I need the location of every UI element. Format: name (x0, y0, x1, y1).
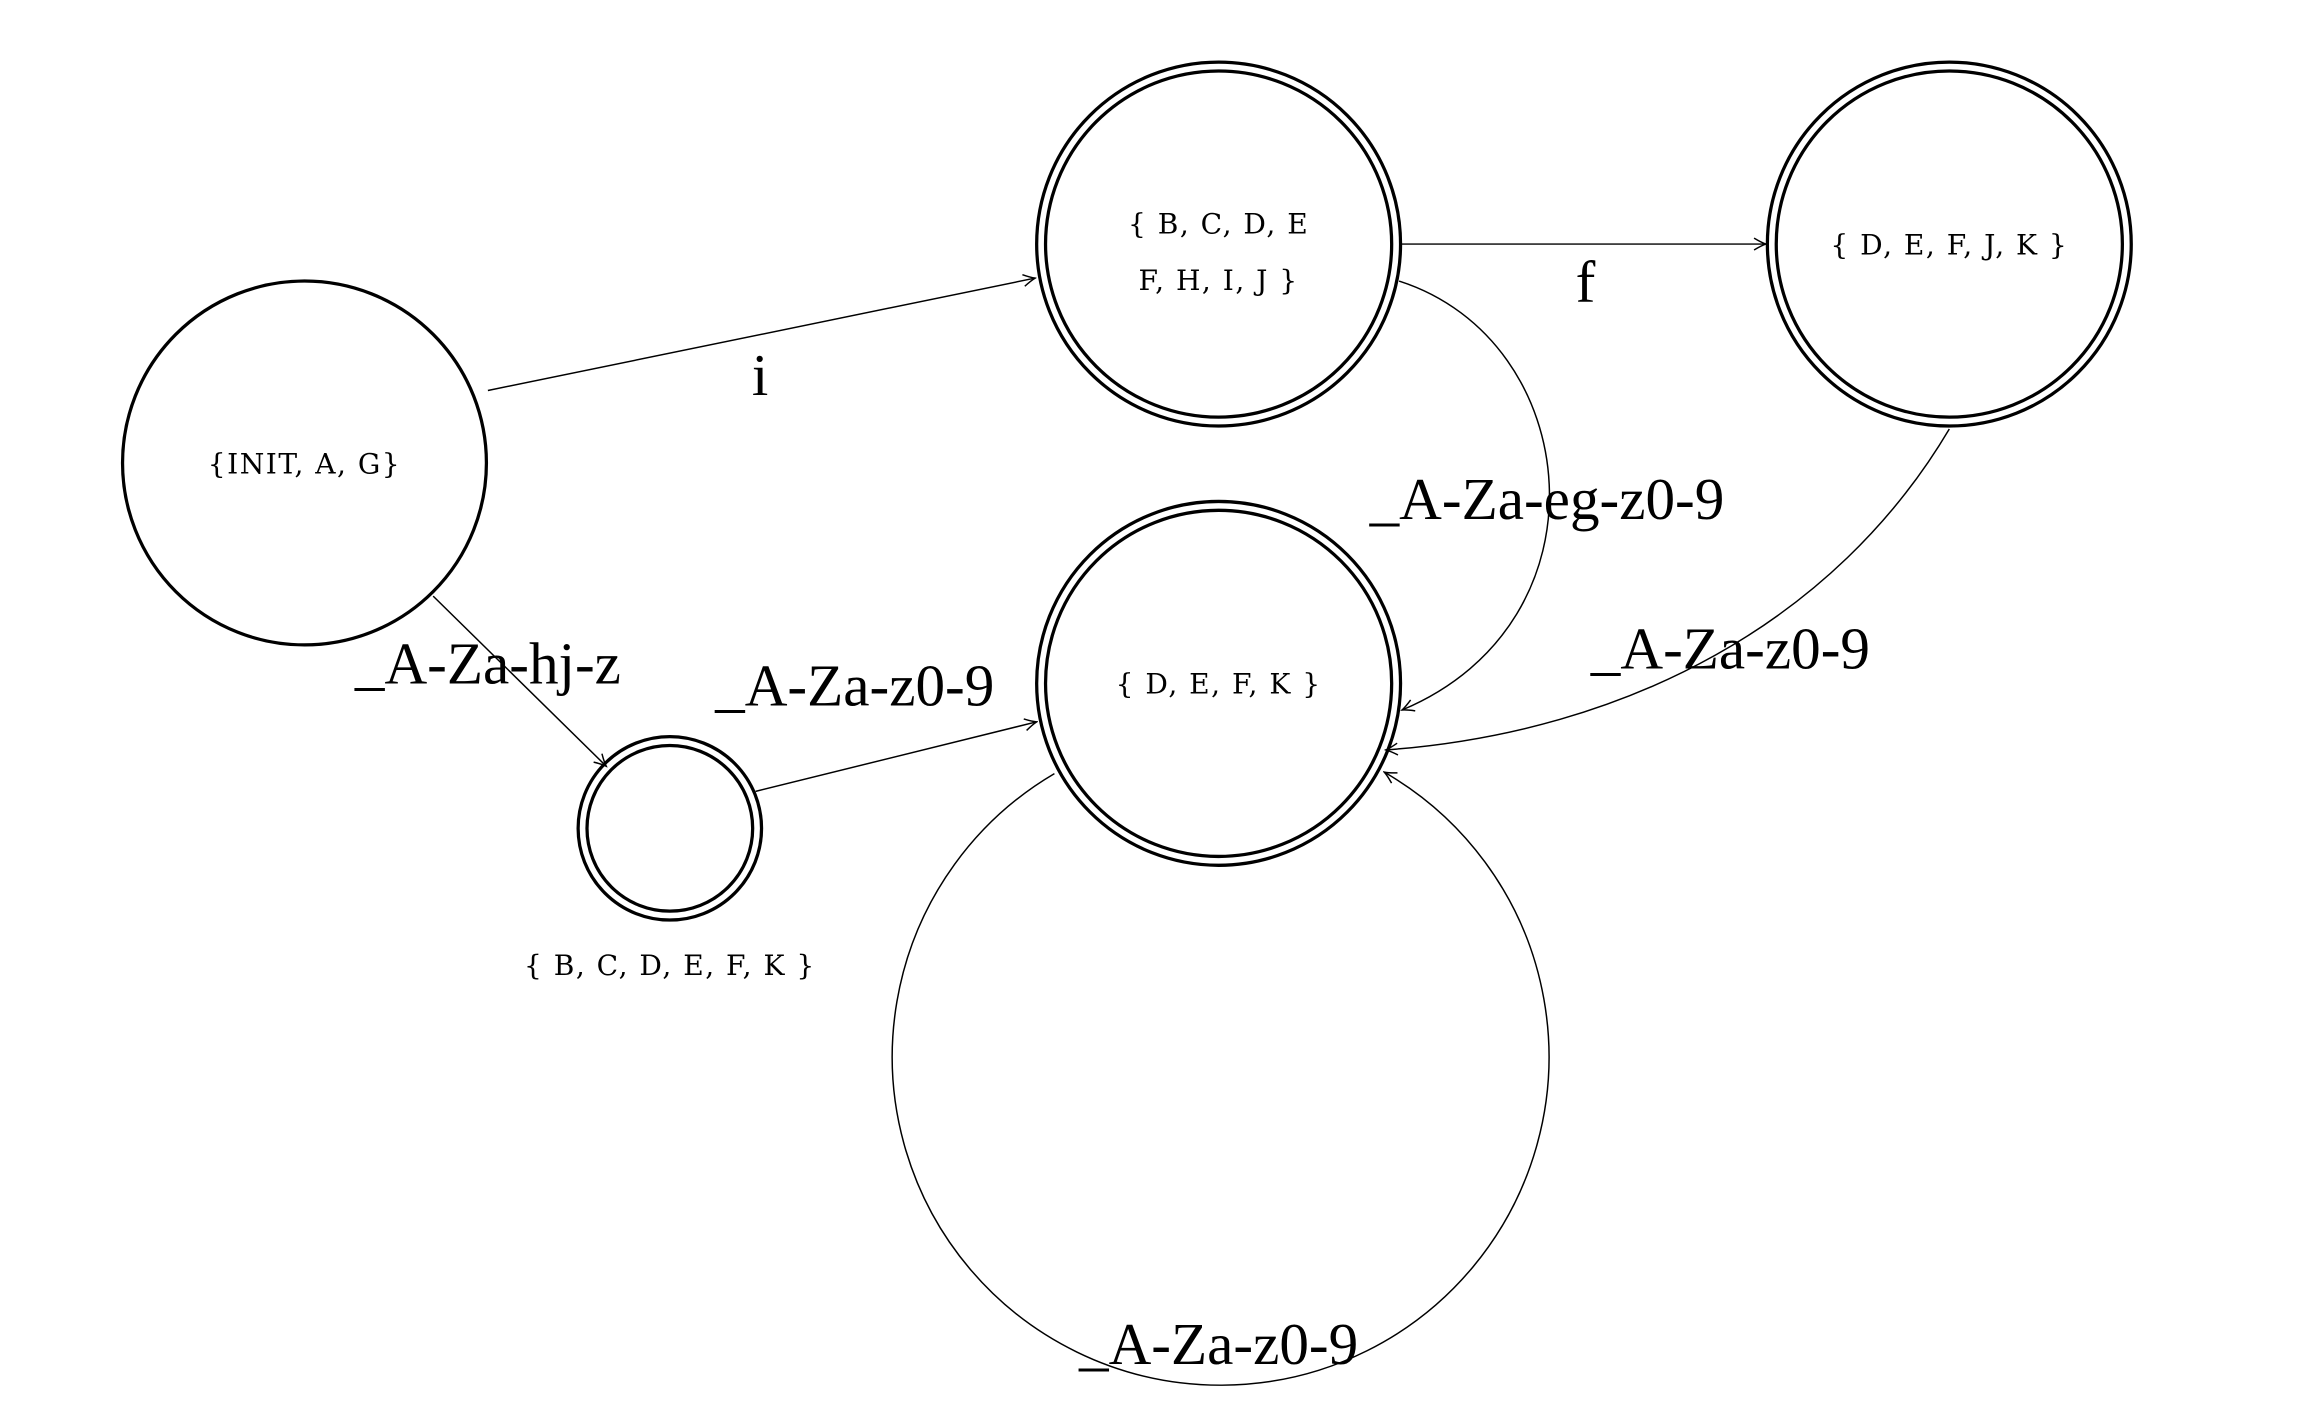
edge-bcdefk-to-defk (755, 722, 1037, 793)
state-bcde: { B, C, D, E F, H, I, J } (1035, 60, 1403, 428)
label-defjk-to-defk: _A-Za-z0-9 (1590, 616, 1870, 682)
label-bcdefk-to-defk: _A-Za-z0-9 (714, 653, 994, 719)
label-defk-self-loop: _A-Za-z0-9 (1078, 1311, 1358, 1377)
label-init-to-bcdefk: _A-Za-hj-z (354, 630, 621, 696)
state-defjk: { D, E, F, J, K } (1765, 60, 2133, 428)
edge-bcde-to-defk (1398, 280, 1551, 710)
state-bcde-label-1: { B, C, D, E (1128, 208, 1309, 241)
label-init-to-bcde: i (752, 342, 768, 408)
state-init-label: {INIT, A, G} (208, 447, 401, 480)
state-bcdefk-label: { B, C, D, E, F, K } (524, 949, 816, 982)
state-defk: { D, E, F, K } (1035, 499, 1403, 867)
state-defk-label: { D, E, F, K } (1116, 668, 1322, 701)
edge-defk-self-loop (891, 772, 1550, 1386)
edge-init-to-bcde (487, 278, 1035, 392)
state-defjk-label: { D, E, F, J, K } (1830, 228, 2068, 261)
state-bcde-label-2: F, H, I, J } (1139, 264, 1299, 297)
edge-defjk-to-defk (1386, 428, 1950, 750)
state-bcdefk: { B, C, D, E, F, K } (524, 734, 816, 982)
state-init: {INIT, A, G} (120, 279, 489, 647)
label-bcde-to-defjk: f (1576, 249, 1596, 315)
label-bcde-to-defk: _A-Za-eg-z0-9 (1369, 466, 1725, 532)
edge-init-to-bcdefk (432, 595, 606, 766)
